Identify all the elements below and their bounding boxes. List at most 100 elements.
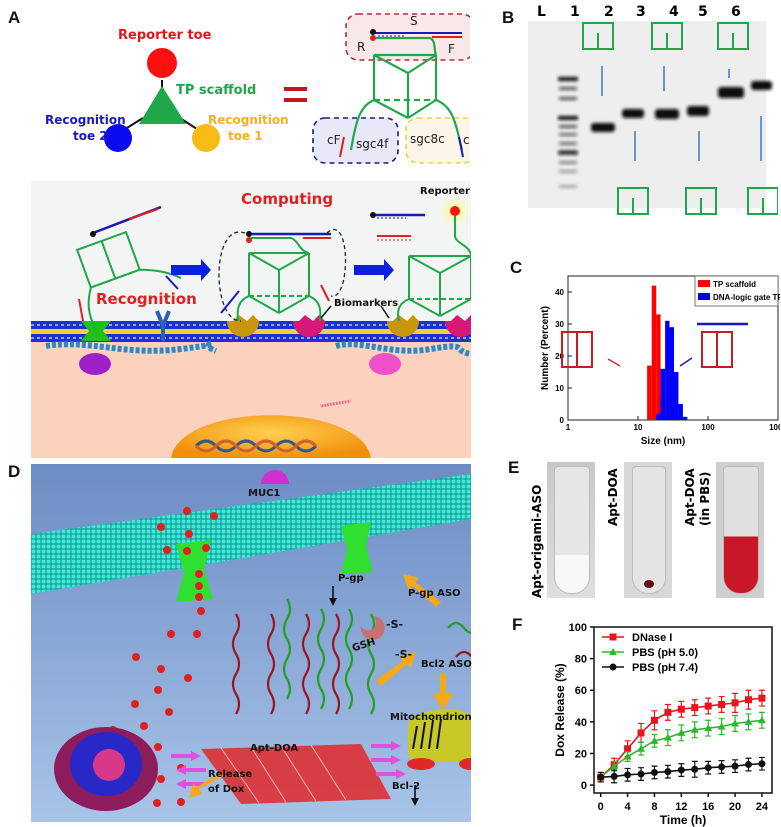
lane-labels: L 1 2 3 4 5 6 bbox=[530, 4, 770, 22]
histogram-bar-tp-scaffold bbox=[651, 285, 657, 420]
label-line: toe 1 bbox=[228, 129, 263, 143]
label-line: Apt-DOA bbox=[683, 468, 697, 526]
data-point bbox=[677, 766, 685, 774]
histogram-bar-tp-scaffold bbox=[647, 365, 652, 420]
gel-prism-icons bbox=[582, 22, 778, 215]
bcl2-label: Bcl-2 bbox=[392, 781, 421, 792]
legend-label: PBS (pH 7.4) bbox=[632, 662, 698, 674]
equals-bar bbox=[284, 87, 307, 91]
process-arrow bbox=[171, 259, 211, 281]
bcl2-aso-arrow bbox=[433, 674, 453, 710]
biomarker-1 bbox=[227, 315, 259, 337]
pgp-pump-1 bbox=[176, 540, 213, 602]
label-line: Recognition bbox=[208, 113, 289, 127]
sgc4f-box bbox=[312, 117, 399, 164]
computing-title: Computing bbox=[241, 190, 334, 208]
tube-3-photo bbox=[716, 462, 764, 598]
biomarkers-label: Biomarkers bbox=[334, 298, 399, 309]
gsh-arrow bbox=[376, 652, 416, 686]
mitochondrion-cristae bbox=[412, 718, 442, 750]
y-tick-label: 60 bbox=[575, 685, 587, 697]
cancer-cell bbox=[54, 727, 158, 811]
data-point bbox=[704, 724, 713, 732]
bcl2-aso-label: Bcl2 ASO bbox=[421, 659, 472, 670]
panel-label-d: D bbox=[8, 462, 21, 481]
data-point bbox=[717, 722, 726, 730]
s-prefix-label: -S- bbox=[395, 648, 413, 661]
s-prefix-label: -S- bbox=[386, 618, 404, 631]
strand-label-cf: cF bbox=[327, 133, 341, 147]
release-of-dox-label: Release of Dox bbox=[208, 767, 252, 797]
recognition-toe-1-label: Recognition toe 1 bbox=[208, 112, 289, 144]
pointer-arrow bbox=[679, 357, 693, 367]
plot-frame bbox=[593, 626, 773, 794]
muc1-receptor bbox=[261, 470, 289, 484]
data-point bbox=[744, 717, 753, 725]
y-tick-label: 20 bbox=[575, 748, 587, 760]
legend-marker bbox=[609, 663, 617, 671]
process-arrow bbox=[354, 259, 394, 281]
x-tick-label: 16 bbox=[702, 801, 714, 813]
x-axis-label: Time (h) bbox=[660, 813, 706, 827]
data-point bbox=[610, 762, 619, 770]
muc1-label: MUC1 bbox=[248, 488, 281, 499]
data-point bbox=[691, 765, 699, 773]
legend-label: DNase I bbox=[632, 632, 672, 644]
lipid-bilayer bbox=[31, 474, 471, 594]
membrane-protein bbox=[369, 353, 401, 375]
label-line: Apt-DOA bbox=[606, 468, 620, 526]
cytoskeleton bbox=[335, 341, 471, 357]
chart-c: 0102030401101001000Size (nm)Number (Perc… bbox=[540, 275, 780, 447]
legend-swatch bbox=[698, 280, 710, 287]
bcl2-protein bbox=[407, 758, 435, 770]
strand-label-sgc8c: sgc8c bbox=[410, 132, 445, 146]
logic-gate-tp-3d-icon bbox=[701, 331, 733, 368]
data-point bbox=[637, 770, 645, 778]
cs-strand bbox=[458, 136, 464, 158]
lane-label: 3 bbox=[636, 4, 646, 20]
label-line: of Dox bbox=[208, 784, 245, 795]
legend-label: DNA-logic gate TP bbox=[713, 293, 780, 302]
y-tick-label: 0 bbox=[560, 416, 565, 425]
mitochondrion-label: Mitochondrion bbox=[390, 712, 472, 723]
data-point bbox=[718, 763, 726, 771]
tp-scaffold-triangle bbox=[139, 86, 186, 124]
membrane-protein bbox=[79, 353, 111, 375]
x-tick-label: 12 bbox=[675, 801, 687, 813]
series-pbs-ph-7-4 bbox=[597, 756, 766, 784]
mrna bbox=[320, 399, 352, 408]
extension-arrows bbox=[171, 741, 406, 789]
reporter-prism bbox=[397, 216, 471, 322]
tp-scaffold-3d-icon bbox=[561, 331, 593, 368]
lane-label: L bbox=[537, 4, 546, 20]
x-tick-label: 4 bbox=[625, 801, 632, 813]
x-tick-label: 1 bbox=[566, 423, 571, 432]
lane-label: 5 bbox=[698, 4, 708, 20]
x-tick-label: 100 bbox=[701, 423, 715, 432]
data-point bbox=[677, 705, 685, 713]
tube-red-solution bbox=[723, 466, 759, 594]
data-point bbox=[624, 771, 632, 779]
legend-label: TP scaffold bbox=[713, 280, 756, 289]
y-axis-label: Number (Percent) bbox=[540, 306, 551, 390]
recognition-toe-2-label: Recognition toe 2 bbox=[45, 112, 126, 144]
data-point bbox=[731, 719, 740, 727]
data-point bbox=[704, 702, 712, 710]
panel-a-scheme bbox=[31, 181, 471, 458]
x-tick-label: 20 bbox=[729, 801, 741, 813]
x-axis-label: Size (nm) bbox=[641, 436, 685, 447]
y-tick-label: 20 bbox=[555, 352, 564, 361]
dna-origami-sheet bbox=[201, 744, 391, 804]
reporter-toe-label: Reporter toe bbox=[118, 28, 212, 43]
data-point bbox=[718, 700, 726, 708]
label-line: Release bbox=[208, 769, 253, 780]
ladder-bands bbox=[558, 77, 578, 188]
histogram-bar-logic-gate-tp bbox=[682, 416, 688, 420]
panel-label-a: A bbox=[8, 8, 21, 27]
data-point bbox=[623, 752, 632, 760]
antibody-receptor bbox=[155, 310, 171, 341]
histogram-bar-logic-gate-tp bbox=[674, 372, 679, 420]
pgp-aso-label: P-gp ASO bbox=[408, 588, 461, 599]
red-pellet bbox=[644, 580, 654, 588]
data-point bbox=[650, 768, 658, 776]
